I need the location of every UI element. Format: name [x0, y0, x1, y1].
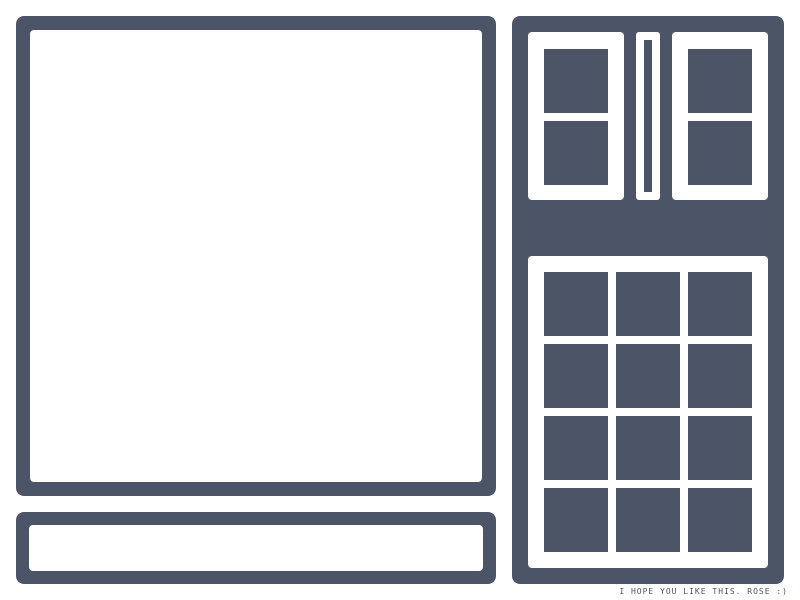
grid-cell[interactable] — [688, 416, 752, 480]
command-bar[interactable] — [29, 525, 483, 571]
vertical-gauge-fill — [644, 40, 652, 192]
side-panel — [512, 16, 784, 584]
grid-cell[interactable] — [544, 488, 608, 552]
main-viewport[interactable] — [30, 30, 482, 482]
grid-cell[interactable] — [688, 344, 752, 408]
left-top-slot[interactable] — [544, 49, 608, 113]
right-slot-pair — [672, 32, 768, 200]
left-slot-pair — [528, 32, 624, 200]
right-bottom-slot[interactable] — [688, 121, 752, 185]
command-bar-frame — [16, 512, 496, 584]
left-bottom-slot[interactable] — [544, 121, 608, 185]
main-viewport-frame — [16, 16, 496, 496]
grid-cell[interactable] — [616, 272, 680, 336]
grid-cell[interactable] — [688, 272, 752, 336]
inventory-grid — [528, 256, 768, 568]
grid-cell[interactable] — [544, 272, 608, 336]
grid-cell[interactable] — [688, 488, 752, 552]
vertical-gauge — [636, 32, 660, 200]
grid-cell[interactable] — [544, 344, 608, 408]
footer-note: I HOPE YOU LIKE THIS. ROSE :) — [619, 587, 788, 596]
grid-cell[interactable] — [616, 488, 680, 552]
right-top-slot[interactable] — [688, 49, 752, 113]
grid-cell[interactable] — [616, 344, 680, 408]
grid-cell[interactable] — [616, 416, 680, 480]
grid-cell[interactable] — [544, 416, 608, 480]
